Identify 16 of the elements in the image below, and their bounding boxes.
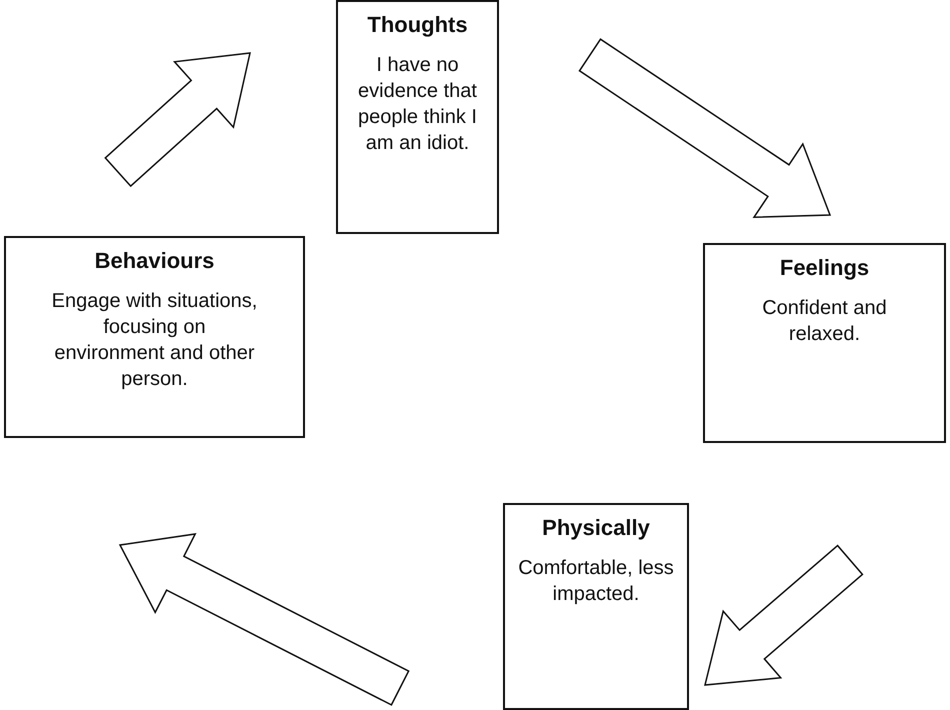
text-box: [4, 236, 305, 438]
box-text: Confident and relaxed.: [761, 296, 888, 347]
box-heading: Feelings: [780, 255, 870, 281]
block-arrow: [704, 544, 864, 686]
box-heading: Physically: [542, 515, 650, 541]
text-box: [703, 243, 946, 443]
block-arrow: [118, 533, 410, 706]
box-text: Comfortable, less impacted.: [517, 556, 675, 607]
box-text: Engage with situations, focusing on environment and other person.: [50, 289, 258, 392]
box-text: I have no evidence that people think I am an idiot.: [357, 53, 478, 156]
block-arrow: [104, 52, 251, 188]
block-arrow: [578, 38, 832, 218]
text-box: [503, 503, 689, 710]
box-heading: Behaviours: [94, 248, 214, 274]
box-heading: Thoughts: [367, 12, 468, 38]
text-box: [336, 0, 499, 234]
